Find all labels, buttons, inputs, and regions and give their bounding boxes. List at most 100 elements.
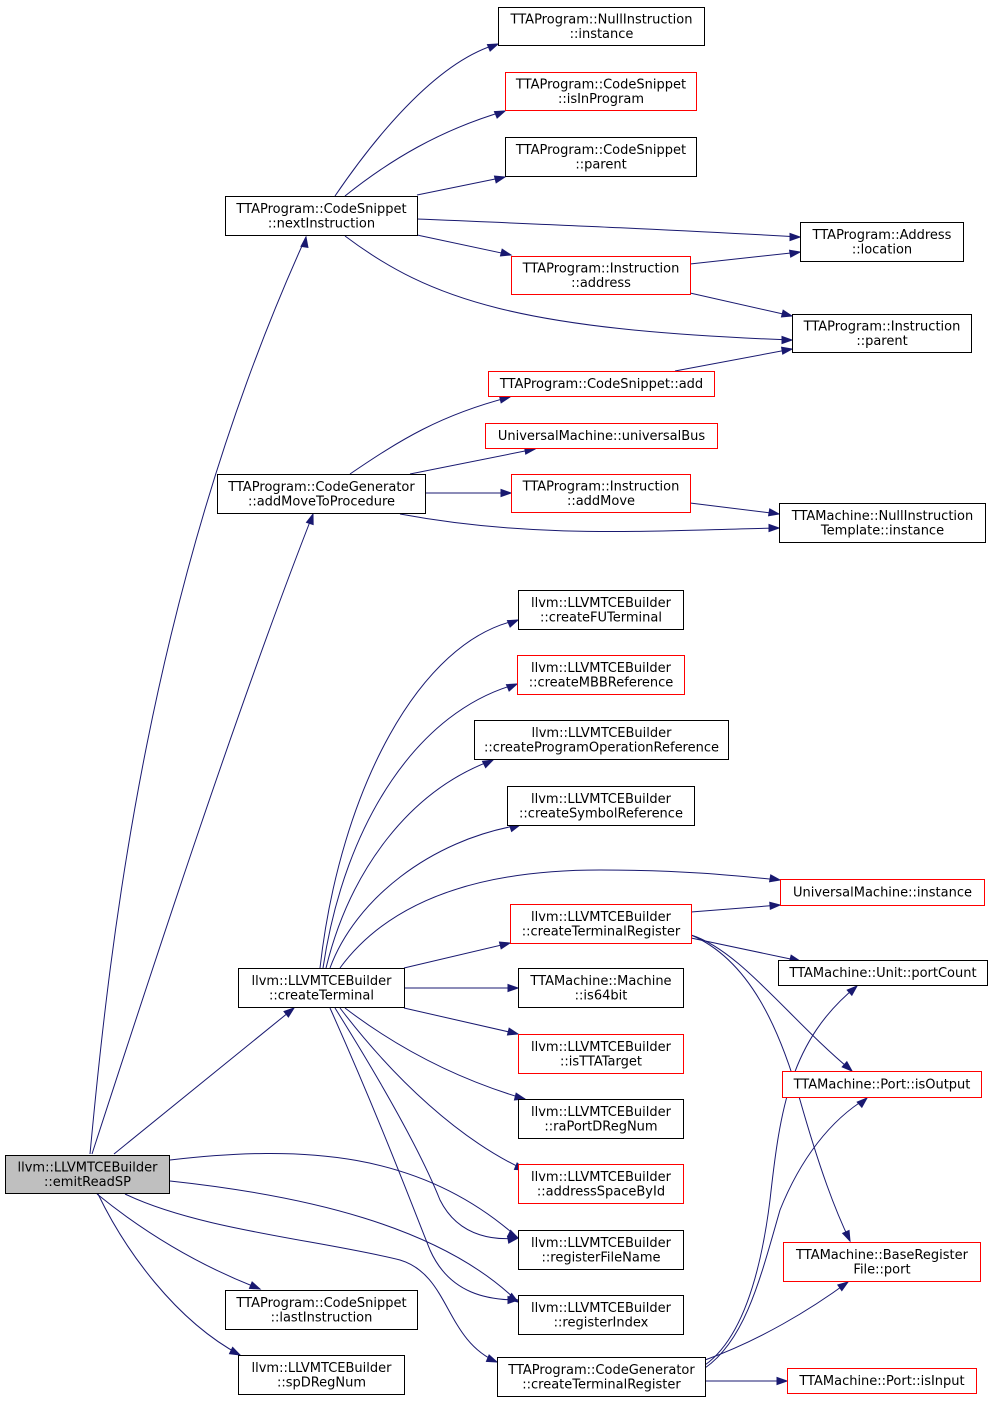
node-snippetParent[interactable]: TTAProgram::CodeSnippet::parent: [505, 137, 697, 177]
node-universalMachineInstance[interactable]: UniversalMachine::instance: [780, 879, 985, 906]
node-addressLocation[interactable]: TTAProgram::Address::location: [800, 222, 964, 262]
node-snippetAdd[interactable]: TTAProgram::CodeSnippet::add: [488, 371, 715, 397]
edge-createTerminal-to-universalMachineInstance: [339, 869, 782, 969]
node-addMoveToProcedure[interactable]: TTAProgram::CodeGenerator::addMoveToProc…: [217, 474, 426, 514]
node-label-line: llvm::LLVMTCEBuilder: [531, 792, 672, 807]
node-box: [474, 720, 729, 760]
node-addressSpaceById[interactable]: llvm::LLVMTCEBuilder::addressSpaceById: [518, 1164, 684, 1204]
edge-line: [689, 502, 780, 515]
node-nextInstruction[interactable]: TTAProgram::CodeSnippet::nextInstruction: [225, 196, 418, 236]
edge-addMoveToProcedure-to-nullInstructionTemplate: [399, 513, 781, 533]
edge-nextInstruction-to-instructionAddress: [416, 234, 513, 257]
node-label-line: llvm::LLVMTCEBuilder: [531, 1170, 672, 1185]
node-portIsOutput[interactable]: TTAMachine::Port::isOutput: [782, 1071, 982, 1098]
node-raPortDRegNum[interactable]: llvm::LLVMTCEBuilder::raPortDRegNum: [518, 1099, 684, 1139]
edge-line: [344, 110, 506, 197]
node-emitReadSP[interactable]: llvm::LLVMTCEBuilder::emitReadSP: [5, 1155, 170, 1194]
node-label-line: llvm::LLVMTCEBuilder: [252, 974, 393, 989]
node-box: [518, 1034, 684, 1074]
node-universalBus[interactable]: UniversalMachine::universalBus: [485, 423, 718, 449]
edge-line: [329, 1007, 519, 1301]
node-cgCreateTerminalRegister[interactable]: TTAProgram::CodeGenerator::createTermina…: [497, 1357, 706, 1397]
node-isInProgram[interactable]: TTAProgram::CodeSnippet::isInProgram: [505, 72, 697, 111]
node-unitPortCount[interactable]: TTAMachine::Unit::portCount: [778, 960, 988, 986]
edge-createTerminal-to-registerIndex: [329, 1007, 520, 1305]
node-isTTATarget[interactable]: llvm::LLVMTCEBuilder::isTTATarget: [518, 1034, 684, 1074]
node-label-line: ::is64bit: [575, 988, 628, 1003]
edge-line: [344, 1007, 526, 1100]
edge-createTerminal-to-createFUTerminal: [319, 619, 520, 969]
edge-line: [409, 448, 536, 475]
node-label-line: TTAProgram::Address: [812, 228, 952, 243]
node-nullInstructionInstance[interactable]: TTAProgram::NullInstruction::instance: [498, 7, 705, 46]
node-box: [225, 196, 418, 236]
arrowhead-icon: [788, 249, 802, 258]
node-label-line: TTAMachine::Unit::portCount: [788, 966, 976, 981]
edge-nextInstruction-to-instructionParent: [344, 235, 794, 345]
node-label-line: TTAMachine::Machine: [529, 974, 671, 989]
node-instructionAddress[interactable]: TTAProgram::Instruction::address: [511, 256, 691, 295]
node-label-line: TTAMachine::Port::isInput: [798, 1374, 964, 1389]
edge-line: [689, 251, 801, 265]
node-box: [779, 503, 986, 543]
edge-line: [416, 218, 801, 238]
edge-line: [674, 348, 793, 372]
node-box: [5, 1155, 170, 1194]
arrowhead-icon: [500, 488, 513, 498]
edge-line: [89, 236, 307, 1155]
edge-line: [339, 1007, 526, 1171]
arrowhead-icon: [505, 683, 519, 692]
arrowhead-icon: [507, 1295, 520, 1305]
node-label-line: llvm::LLVMTCEBuilder: [531, 1236, 672, 1251]
node-registerFileName[interactable]: llvm::LLVMTCEBuilder::registerFileName: [518, 1230, 684, 1270]
edge-createTerminal-to-isTTATarget: [403, 1007, 520, 1036]
nodes-layer: llvm::LLVMTCEBuilder::emitReadSPTTAProgr…: [5, 7, 988, 1397]
edge-line: [416, 176, 506, 196]
edge-instructionAddress-to-instructionParent: [689, 292, 794, 318]
node-label-line: UniversalMachine::universalBus: [498, 429, 706, 444]
node-label-line: llvm::LLVMTCEBuilder: [532, 726, 673, 741]
node-box: [510, 904, 692, 944]
node-label-line: llvm::LLVMTCEBuilder: [531, 1301, 672, 1316]
node-lastInstruction[interactable]: TTAProgram::CodeSnippet::lastInstruction: [225, 1290, 418, 1330]
node-nullInstructionTemplate[interactable]: TTAMachine::NullInstructionTemplate::ins…: [779, 503, 986, 543]
arrowhead-icon: [498, 395, 512, 404]
arrowhead-icon: [856, 1096, 869, 1109]
node-label-line: ::nextInstruction: [268, 216, 375, 231]
node-createTerminal[interactable]: llvm::LLVMTCEBuilder::createTerminal: [238, 968, 405, 1008]
node-box: [507, 786, 695, 826]
edge-builderCreateTerminalRegister-to-baseRegisterFilePort: [690, 934, 851, 1243]
node-instructionAddMove[interactable]: TTAProgram::Instruction::addMove: [511, 474, 691, 513]
node-label-line: ::createTerminalRegister: [522, 924, 681, 939]
node-instructionParent[interactable]: TTAProgram::Instruction::parent: [792, 314, 972, 353]
node-is64bit[interactable]: TTAMachine::Machine::is64bit: [518, 968, 684, 1008]
node-createFUTerminal[interactable]: llvm::LLVMTCEBuilder::createFUTerminal: [518, 590, 684, 630]
arrowhead-icon: [300, 235, 309, 249]
arrowhead-icon: [498, 941, 512, 950]
arrowhead-icon: [493, 110, 507, 119]
arrowhead-icon: [499, 248, 513, 257]
node-label-line: ::parent: [856, 334, 907, 349]
node-label-line: TTAProgram::CodeSnippet: [515, 143, 686, 158]
node-registerIndex[interactable]: llvm::LLVMTCEBuilder::registerIndex: [518, 1295, 684, 1335]
edge-cgCreateTerminalRegister-to-portIsInput: [705, 1376, 789, 1386]
edge-line: [169, 1152, 519, 1239]
node-builderCreateTerminalRegister[interactable]: llvm::LLVMTCEBuilder::createTerminalRegi…: [510, 904, 692, 944]
node-spDRegNum[interactable]: llvm::LLVMTCEBuilder::spDRegNum: [238, 1355, 405, 1395]
node-label-line: ::raPortDRegNum: [544, 1119, 657, 1134]
node-box: [518, 1099, 684, 1139]
node-portIsInput[interactable]: TTAMachine::Port::isInput: [787, 1368, 977, 1394]
arrowhead-icon: [513, 1092, 527, 1101]
node-createProgramOperationReference[interactable]: llvm::LLVMTCEBuilder::createProgramOpera…: [474, 720, 729, 760]
node-label-line: TTAProgram::CodeSnippet: [235, 1296, 406, 1311]
node-label-line: TTAProgram::CodeSnippet: [235, 202, 406, 217]
node-label-line: ::registerFileName: [542, 1250, 661, 1265]
edge-emitReadSP-to-registerIndex: [169, 1180, 520, 1303]
node-label-line: UniversalMachine::instance: [793, 886, 972, 901]
node-label-line: ::createSymbolReference: [519, 806, 683, 821]
arrowhead-icon: [789, 232, 802, 242]
node-createMBBReference[interactable]: llvm::LLVMTCEBuilder::createMBBReference: [517, 655, 685, 695]
node-label-line: ::addMove: [567, 494, 635, 509]
node-createSymbolReference[interactable]: llvm::LLVMTCEBuilder::createSymbolRefere…: [507, 786, 695, 826]
